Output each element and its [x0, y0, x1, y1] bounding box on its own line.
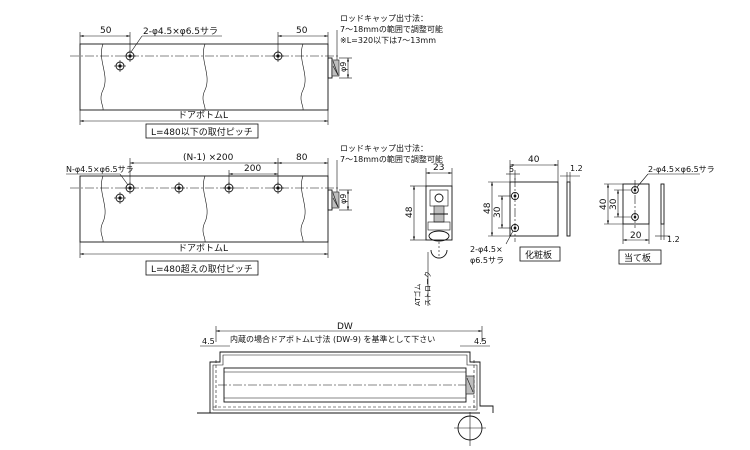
break-line — [300, 175, 306, 243]
section-view: 23 48 ATゴム ストローク — [405, 163, 453, 306]
cosmetic-pitch-dim: 30 — [493, 206, 503, 218]
middle-view: φ9 (N-1) ×200 80 200 N-φ4.5×φ6.5サラ ロッドキャ… — [66, 143, 443, 276]
mount-hole — [631, 213, 639, 221]
cosmetic-offset-dim: 5 — [509, 165, 514, 174]
dim-50-left: 50 — [100, 26, 112, 36]
rod-diameter-label: φ9 — [339, 62, 348, 72]
cosmetic-plate — [509, 181, 559, 237]
rod-cap-middle — [327, 189, 340, 211]
dim-200: 200 — [244, 164, 261, 174]
break-line — [202, 175, 208, 243]
backing-thickness-dim: 1.2 — [667, 235, 680, 244]
rod-cap-note-top: ※L=320以下は7～13mm — [340, 36, 436, 45]
rod-cap-title-top: ロッドキャップ出寸法： — [340, 13, 428, 23]
cosmetic-plate-caption: 化粧板 — [525, 249, 552, 261]
cosmetic-height-dim: 48 — [483, 202, 493, 214]
door-bottom-body-middle — [79, 175, 329, 243]
mount-hole — [510, 223, 520, 233]
mount-hole — [510, 191, 520, 201]
hinge-circle — [454, 412, 486, 446]
mount-hole — [173, 182, 185, 194]
hole-note-top: 2-φ4.5×φ6.5サラ — [143, 26, 218, 37]
break-line — [300, 43, 306, 111]
backing-plate-view: 2-φ4.5×φ6.5サラ 40 30 20 1.2 当て板 — [599, 165, 715, 265]
rod-cap-range-middle: 7～18mmの範囲で調整可能 — [340, 154, 443, 164]
backing-height-dim: 40 — [599, 198, 609, 210]
backing-plate-side — [660, 183, 665, 225]
door-frame-outline — [197, 351, 494, 414]
cosmetic-hole-note-1: 2-φ4.5× — [470, 245, 503, 254]
hole-note-middle: N-φ4.5×φ6.5サラ — [66, 165, 134, 174]
rod-cap-title-middle: ロッドキャップ出寸法： — [340, 143, 428, 153]
break-line — [202, 43, 208, 111]
cosmetic-width-dim: 40 — [528, 155, 540, 165]
bottom-note: 内蔵の場合ドアボトムL寸法 (DW-9) を基準として下さい — [230, 334, 435, 344]
rod-cap-top — [327, 57, 340, 79]
rod-diameter-label-middle: φ9 — [339, 194, 348, 204]
pitch-label: (N-1) ×200 — [183, 153, 234, 163]
section-width-dim: 23 — [433, 163, 444, 173]
cosmetic-thickness-dim: 1.2 — [570, 164, 583, 173]
bottom-view: DW 4.5 4.5 内蔵の場合ドアボトムL寸法 (DW-9) を基準として下さ… — [197, 322, 494, 446]
backing-hole-note: 2-φ4.5×φ6.5サラ — [648, 165, 715, 174]
length-label-middle: ドアボトムL — [178, 243, 228, 254]
door-bottom-body-top — [79, 43, 329, 111]
backing-width-dim: 20 — [630, 231, 642, 241]
at-rubber-label: ATゴム — [413, 283, 422, 306]
mount-hole — [631, 186, 639, 194]
dim-80: 80 — [296, 153, 308, 163]
length-label-top: ドアボトムL — [178, 110, 228, 121]
dim-50-right: 50 — [296, 26, 308, 36]
mount-hole — [114, 192, 126, 204]
rod-cap-range-top: 7～18mmの範囲で調整可能 — [340, 24, 443, 34]
break-line — [100, 175, 106, 243]
section-height-dim: 48 — [405, 206, 415, 218]
caption-middle: L=480超えの取付ピッチ — [151, 263, 253, 275]
dw-label: DW — [337, 322, 353, 332]
top-view: φ9 50 50 2-φ4.5×φ6.5サラ ロッドキャップ出寸法： 7～18m… — [70, 13, 443, 139]
backing-plate-caption: 当て板 — [624, 252, 651, 264]
backing-pitch-dim: 30 — [609, 198, 619, 210]
cosmetic-plate-view: 40 5 1.2 48 30 2-φ4.5× φ6.5サラ 化粧板 — [470, 155, 583, 265]
dim-4-5-right: 4.5 — [474, 337, 487, 346]
cosmetic-hole-note-2: φ6.5サラ — [470, 256, 504, 265]
backing-plate — [622, 183, 650, 225]
cosmetic-plate-side — [566, 181, 571, 237]
stroke-label: ストローク — [424, 271, 432, 306]
dim-4-5-left: 4.5 — [202, 337, 215, 346]
mount-hole — [114, 60, 126, 72]
caption-top: L=480以下の取付ピッチ — [151, 127, 253, 138]
break-line — [100, 43, 106, 111]
